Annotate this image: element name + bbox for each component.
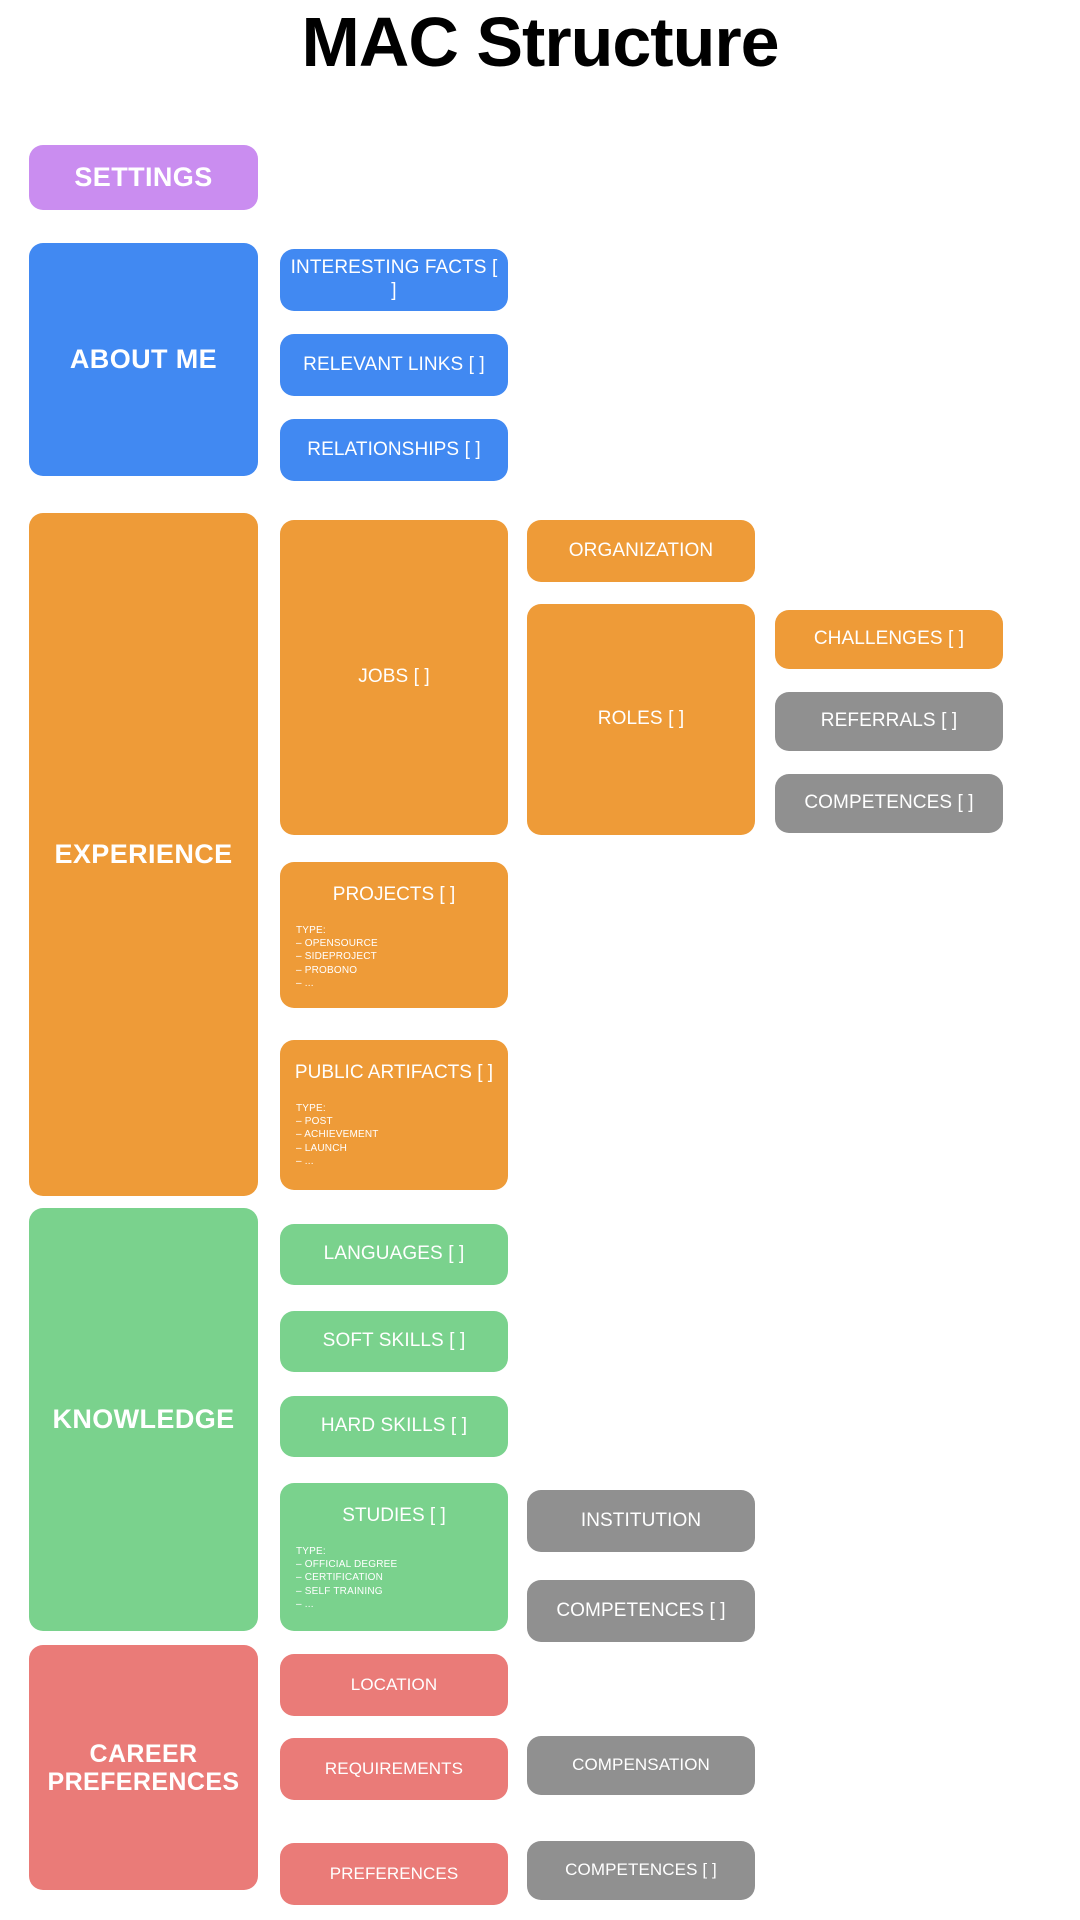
node-compensation-label: COMPENSATION [572, 1755, 710, 1775]
node-public-artifacts-type-list: TYPE: – POST – ACHIEVEMENT – LAUNCH – ..… [280, 1102, 508, 1168]
node-about-me-label: ABOUT ME [69, 344, 218, 375]
node-knowledge-competences-label: COMPETENCES [ ] [556, 1599, 726, 1621]
node-public-artifacts-label: PUBLIC ARTIFACTS [ ] [294, 1062, 494, 1083]
node-relationships[interactable]: RELATIONSHIPS [ ] [280, 419, 508, 481]
node-interesting-facts-label: INTERESTING FACTS [ ] [290, 257, 498, 301]
node-organization-label: ORGANIZATION [568, 539, 714, 561]
node-roles[interactable]: ROLES [ ] [527, 604, 755, 835]
node-relevant-links-label: RELEVANT LINKS [ ] [303, 353, 485, 375]
node-career-preferences-label: CAREER PREFERENCES [47, 1739, 240, 1796]
node-soft-skills-label: SOFT SKILLS [ ] [322, 1330, 466, 1352]
node-languages-label: LANGUAGES [ ] [323, 1243, 465, 1265]
type-item: – LAUNCH [296, 1142, 348, 1154]
node-about-me[interactable]: ABOUT ME [29, 243, 258, 476]
node-career-preferences[interactable]: CAREER PREFERENCES [29, 1645, 258, 1890]
node-roles-label: ROLES [ ] [597, 708, 685, 730]
node-settings[interactable]: SETTINGS [29, 145, 258, 210]
node-location-label: LOCATION [350, 1674, 438, 1694]
type-heading: TYPE: [296, 925, 326, 936]
node-projects-label: PROJECTS [ ] [332, 884, 456, 905]
node-relevant-links[interactable]: RELEVANT LINKS [ ] [280, 334, 508, 396]
node-preferences[interactable]: PREFERENCES [280, 1843, 508, 1905]
node-challenges[interactable]: CHALLENGES [ ] [775, 610, 1003, 669]
node-knowledge-label: KNOWLEDGE [52, 1404, 235, 1435]
node-languages[interactable]: LANGUAGES [ ] [280, 1224, 508, 1285]
node-soft-skills[interactable]: SOFT SKILLS [ ] [280, 1311, 508, 1372]
type-item: – SIDEPROJECT [296, 951, 377, 963]
node-institution[interactable]: INSTITUTION [527, 1490, 755, 1552]
type-item: – SELF TRAINING [296, 1585, 383, 1597]
node-location[interactable]: LOCATION [280, 1654, 508, 1716]
node-challenges-label: CHALLENGES [ ] [813, 628, 965, 650]
node-jobs[interactable]: JOBS [ ] [280, 520, 508, 835]
node-jobs-label: JOBS [ ] [358, 666, 430, 688]
node-compensation[interactable]: COMPENSATION [527, 1736, 755, 1795]
node-interesting-facts[interactable]: INTERESTING FACTS [ ] [280, 249, 508, 311]
node-preferences-label: PREFERENCES [329, 1863, 459, 1883]
node-institution-label: INSTITUTION [580, 1509, 702, 1531]
type-heading: TYPE: [296, 1103, 326, 1114]
node-projects[interactable]: PROJECTS [ ] TYPE: – OPENSOURCE – SIDEPR… [280, 862, 508, 1008]
node-experience-label: EXPERIENCE [54, 839, 233, 870]
type-item: – ... [296, 1155, 314, 1167]
type-heading: TYPE: [296, 1546, 326, 1557]
node-experience-competences-label: COMPETENCES [ ] [804, 792, 974, 814]
node-hard-skills[interactable]: HARD SKILLS [ ] [280, 1396, 508, 1457]
node-knowledge[interactable]: KNOWLEDGE [29, 1208, 258, 1631]
type-item: – ... [296, 977, 314, 989]
node-experience[interactable]: EXPERIENCE [29, 513, 258, 1196]
node-public-artifacts[interactable]: PUBLIC ARTIFACTS [ ] TYPE: – POST – ACHI… [280, 1040, 508, 1190]
type-item: – ACHIEVEMENT [296, 1129, 379, 1141]
node-relationships-label: RELATIONSHIPS [ ] [307, 438, 481, 460]
type-item: – OFFICIAL DEGREE [296, 1559, 398, 1571]
node-settings-label: SETTINGS [74, 162, 213, 193]
node-studies[interactable]: STUDIES [ ] TYPE: – OFFICIAL DEGREE – CE… [280, 1483, 508, 1631]
node-studies-label: STUDIES [ ] [342, 1505, 446, 1526]
node-referrals[interactable]: REFERRALS [ ] [775, 692, 1003, 751]
node-requirements[interactable]: REQUIREMENTS [280, 1738, 508, 1800]
node-experience-competences[interactable]: COMPETENCES [ ] [775, 774, 1003, 833]
node-studies-type-list: TYPE: – OFFICIAL DEGREE – CERTIFICATION … [280, 1545, 508, 1611]
node-referrals-label: REFERRALS [ ] [820, 710, 958, 732]
node-organization[interactable]: ORGANIZATION [527, 520, 755, 582]
type-item: – POST [296, 1116, 333, 1128]
node-requirements-label: REQUIREMENTS [324, 1758, 464, 1778]
node-career-competences[interactable]: COMPETENCES [ ] [527, 1841, 755, 1900]
node-hard-skills-label: HARD SKILLS [ ] [320, 1415, 468, 1437]
node-projects-type-list: TYPE: – OPENSOURCE – SIDEPROJECT – PROBO… [280, 924, 508, 990]
page-title: MAC Structure [301, 3, 779, 81]
type-item: – ... [296, 1598, 314, 1610]
type-item: – OPENSOURCE [296, 938, 378, 950]
node-career-competences-label: COMPETENCES [ ] [565, 1860, 717, 1880]
node-knowledge-competences[interactable]: COMPETENCES [ ] [527, 1580, 755, 1642]
type-item: – CERTIFICATION [296, 1572, 384, 1584]
type-item: – PROBONO [296, 964, 358, 976]
